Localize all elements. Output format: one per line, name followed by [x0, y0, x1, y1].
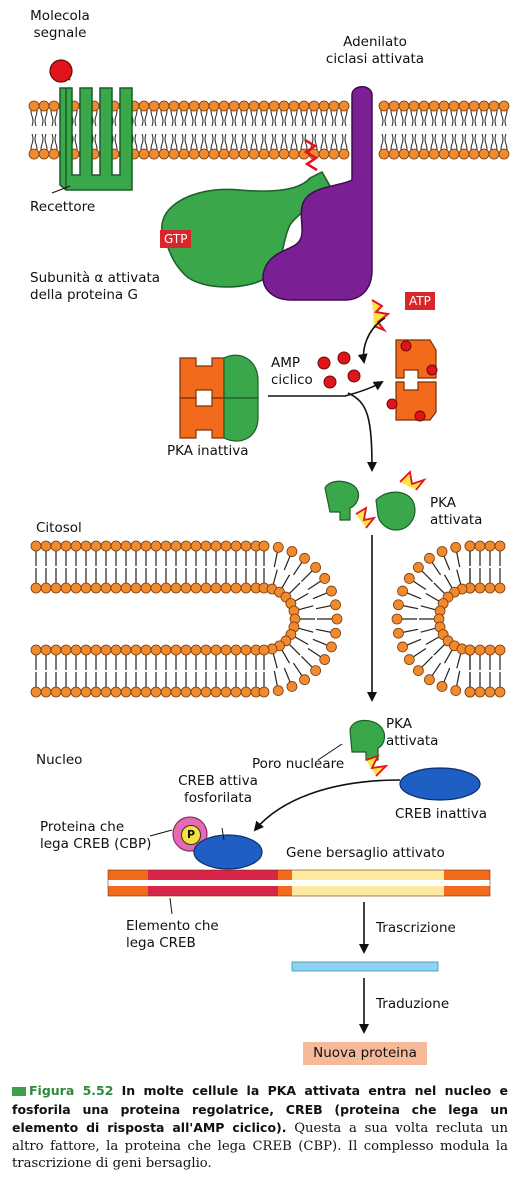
creb-arrow — [253, 779, 401, 832]
caption-icon — [12, 1087, 26, 1096]
atp-arrow — [357, 317, 386, 364]
caption-bold: In molte cellule la PKA attivata entra n… — [12, 1083, 508, 1135]
mrna — [291, 961, 439, 972]
figure-caption: Figura 5.52 In molte cellule la PKA atti… — [12, 1082, 508, 1173]
signal-molecule — [49, 59, 73, 83]
caption-figure-number: Figura 5.52 — [29, 1083, 114, 1098]
zigzag-link — [303, 138, 319, 172]
gene-dna — [107, 869, 491, 897]
plasma-membrane — [28, 100, 510, 160]
label-poro: Poro nucleare — [252, 756, 345, 772]
label-trascrizione: Trascrizione — [376, 920, 456, 936]
pka-active-pair — [324, 470, 427, 531]
label-nucleo: Nucleo — [36, 752, 83, 768]
phosphate-p: P — [181, 825, 201, 845]
label-creb-inattiva: CREB inattiva — [395, 806, 488, 822]
pka-nuclear — [349, 719, 389, 777]
creb-active — [193, 834, 263, 870]
camp-molecules — [317, 351, 361, 389]
atp-burst — [371, 299, 391, 333]
caption-text: Questa a sua volta recluta un altro fatt… — [12, 1121, 509, 1171]
tag-atp: ATP — [405, 292, 435, 310]
label-traduzione: Traduzione — [376, 996, 450, 1012]
release-arrow — [347, 392, 377, 472]
g-protein-alpha — [161, 171, 331, 288]
adenylate-cyclase — [262, 86, 373, 301]
creb-inactive — [399, 767, 481, 801]
new-protein-box: Nuova proteina — [303, 1042, 427, 1065]
receptor — [59, 77, 133, 191]
pka-inactive-complex — [179, 354, 259, 442]
label-pka-inattiva: PKA inattiva — [167, 443, 249, 459]
pka-regulatory-bound — [386, 339, 438, 422]
camp-arrow — [268, 380, 384, 397]
label-recettore: Recettore — [30, 199, 96, 215]
label-gene: Gene bersaglio attivato — [286, 845, 445, 861]
pore-pointer — [317, 743, 343, 761]
nuclear-membrane — [30, 540, 506, 698]
tag-gtp: GTP — [160, 230, 192, 248]
label-citosol: Citosol — [36, 520, 82, 536]
